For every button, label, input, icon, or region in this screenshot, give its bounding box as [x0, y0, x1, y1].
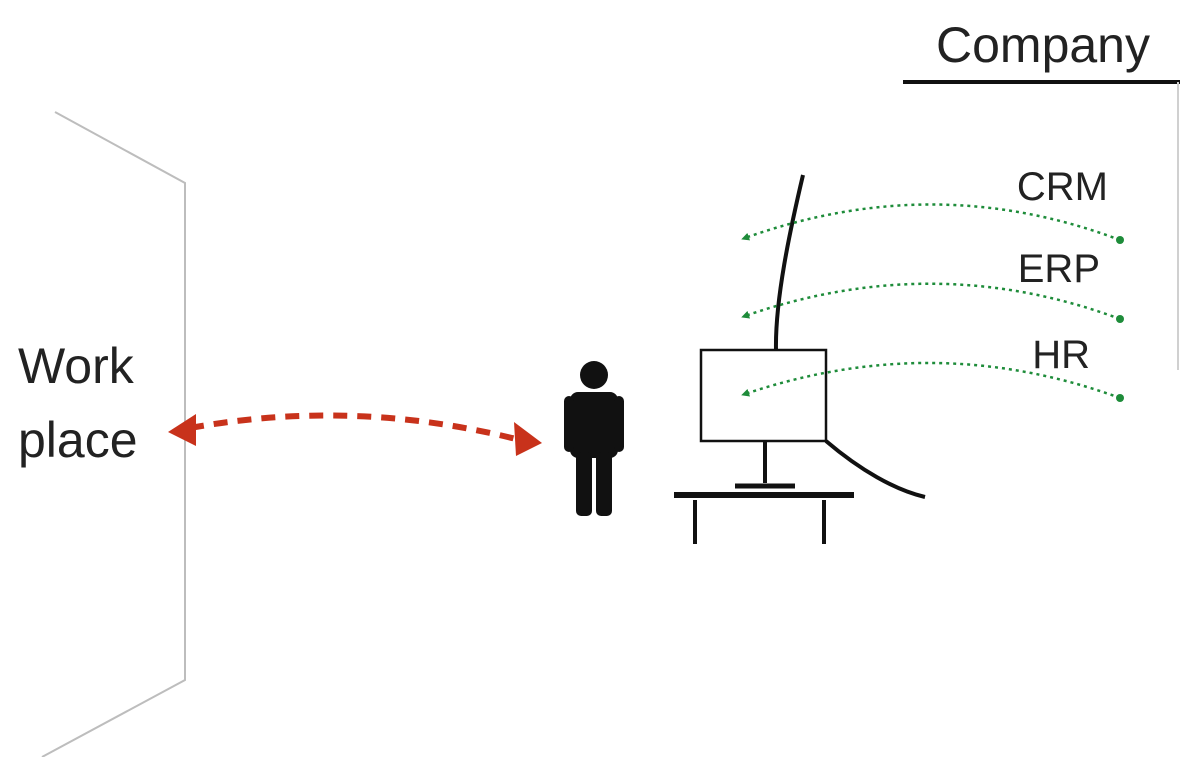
monitor-screen: [699, 348, 828, 443]
system-label-hr: HR: [1032, 333, 1090, 377]
flow-source-dot-erp: [1116, 315, 1124, 323]
system-flow-erp: ERP: [741, 247, 1124, 323]
interaction-arrow-head-left: [168, 414, 196, 446]
interaction-arrow: [168, 412, 542, 456]
network-cable-bottom: [824, 439, 926, 499]
workplace-label-line2: place: [18, 412, 138, 468]
company-header: Company: [903, 17, 1180, 370]
desk-icon: [674, 492, 854, 544]
data-flow-arrow-hr: [741, 361, 1121, 400]
workplace-label: Work place: [18, 338, 138, 468]
flow-source-dot-hr: [1116, 394, 1124, 402]
interaction-arrow-line: [189, 412, 521, 443]
flow-source-dot-crm: [1116, 236, 1124, 244]
interaction-arrow-head-right: [514, 422, 542, 456]
data-flow-arrow-erp: [741, 282, 1121, 321]
person-icon: [564, 361, 624, 516]
computer-monitor-icon: [699, 348, 828, 489]
system-flows: CRM ERP HR: [741, 165, 1124, 402]
network-cable-top: [773, 174, 805, 351]
data-flow-arrow-crm: [741, 203, 1121, 242]
company-title: Company: [936, 17, 1150, 73]
system-label-crm: CRM: [1017, 165, 1108, 209]
system-label-erp: ERP: [1018, 247, 1100, 291]
system-flow-hr: HR: [741, 333, 1124, 402]
workplace-label-line1: Work: [18, 338, 135, 394]
system-flow-crm: CRM: [741, 165, 1124, 244]
